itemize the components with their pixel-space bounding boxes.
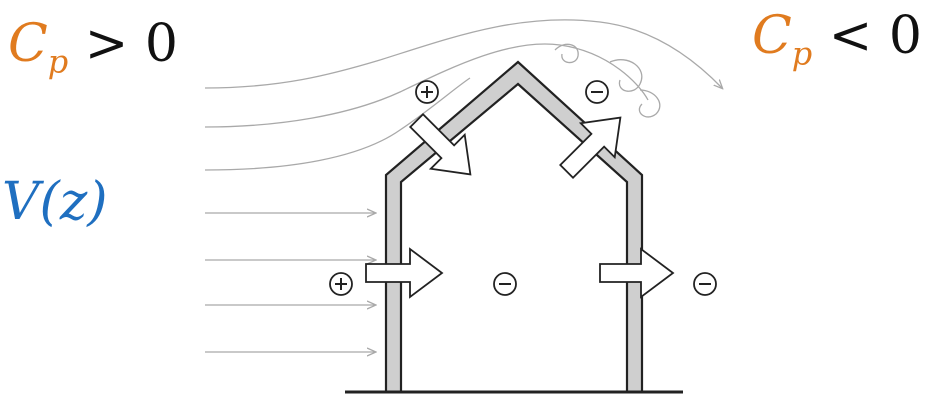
cp-negative-label: Cp < 0 [752,6,922,72]
cp-negative-symbol: C [752,6,792,66]
streamlines [204,19,722,352]
vortex-3 [638,89,661,118]
cp-positive-subscript: p [47,42,69,81]
flow-arrow-windward-wall [365,247,444,299]
flow-arrow-windward-roof [409,113,472,176]
cp-negative-relation: < 0 [812,6,922,66]
cp-positive-relation: > 0 [68,14,178,74]
streamline-3 [204,77,471,171]
cp-negative-subscript: p [791,34,813,73]
wind-profile-label: V(z) [2,172,108,232]
house-walls [384,60,644,394]
wind-profile-text: V(z) [2,172,108,232]
vortex-2 [609,59,643,92]
streamline-top [204,19,722,88]
flow-arrow-leeward-wall [599,247,675,299]
cp-positive-label: Cp > 0 [8,14,178,80]
flow-arrow-leeward-roof [559,116,622,179]
streamline-2 [204,43,649,128]
vortex-1 [554,43,579,64]
cp-positive-symbol: C [8,14,48,74]
